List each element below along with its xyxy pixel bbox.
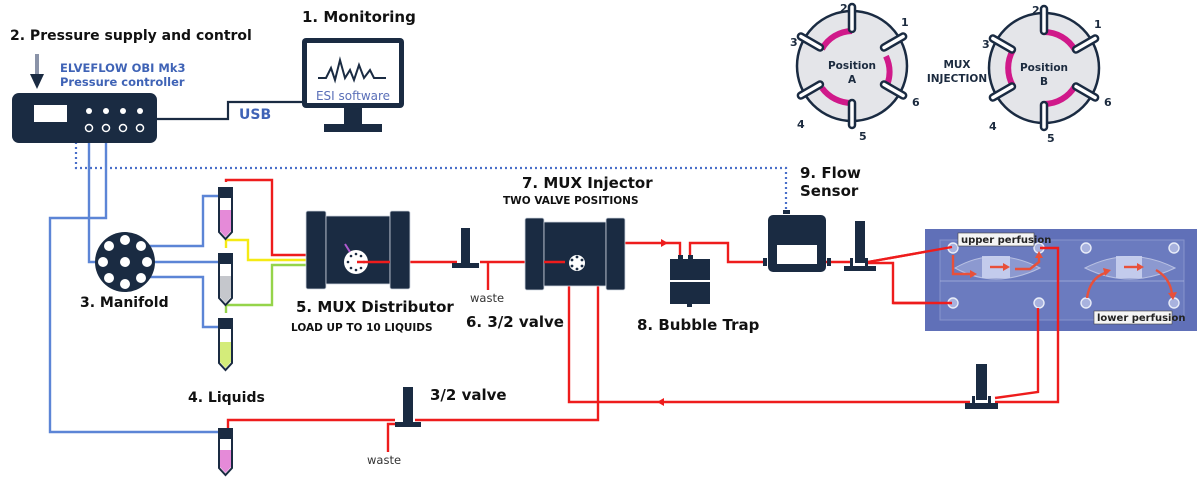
- pressure-supply-arrow-head: [30, 74, 44, 89]
- valve6-label: 6. 3/2 valve: [466, 313, 564, 331]
- monitor-screen: [307, 43, 399, 103]
- controller-body: [12, 93, 157, 143]
- vial-reservoir: [218, 428, 233, 477]
- position-b-label-2: B: [1040, 76, 1048, 88]
- monitoring-label: 1. Monitoring: [302, 8, 416, 26]
- software-label: ESI software: [316, 89, 390, 103]
- sensor-signal-line: [74, 110, 788, 210]
- three-two-valve-bottom: 3/2 valve waste: [367, 386, 507, 467]
- controller-top-ports: [86, 108, 143, 114]
- flow-sensor-display: [777, 245, 817, 264]
- flow-arrow-left: [657, 398, 664, 406]
- tube-controller-to-reservoir: [48, 128, 218, 434]
- position-b-label-1: Position: [1020, 62, 1068, 74]
- manifold: 3. Manifold: [80, 232, 169, 311]
- distributor-ports: [346, 252, 366, 272]
- flow-sensor-label-1: 9. Flow: [800, 164, 861, 182]
- pressure-title: 2. Pressure supply and control: [10, 28, 252, 44]
- chip-flow-arrows: [951, 255, 1174, 299]
- injector-label: 7. MUX Injector: [522, 174, 653, 192]
- usb-cable: [157, 100, 302, 121]
- tube-lime-liquid: [224, 263, 350, 313]
- liquid-vials: 4. Liquids: [188, 187, 265, 477]
- vial-pink: [218, 187, 233, 241]
- monitoring-computer: 1. Monitoring ESI software: [302, 8, 416, 132]
- pressure-controller: 2. Pressure supply and control ELVEFLOW …: [10, 28, 252, 143]
- tube-pink-liquid: [224, 178, 350, 257]
- flow-sensor: 9. Flow Sensor: [763, 164, 861, 272]
- tube-manifold-liquid-1: [140, 194, 218, 248]
- mux-injection-legend: Position A 1 2 3 4 5 6 MUX INJECTION: [790, 2, 1112, 145]
- upper-perfusion-label: upper perfusion: [961, 235, 1051, 246]
- manifold-ports: [98, 235, 152, 289]
- monitor-neck: [344, 108, 362, 124]
- waste-label-top: waste: [470, 291, 504, 305]
- port-a-1: 1: [901, 16, 909, 29]
- ports-b: [988, 4, 1100, 132]
- port-b-5: 5: [1047, 132, 1055, 145]
- port-a-3: 3: [790, 36, 798, 49]
- controller-bottom-ports: [84, 123, 145, 133]
- vial-lime: [218, 318, 233, 372]
- ports-a: [796, 2, 908, 130]
- injector-rotor: [569, 255, 585, 271]
- valve-bottom-label: 3/2 valve: [430, 386, 507, 404]
- mux-distributor: 5. MUX Distributor LOAD UP TO 10 LIQUIDS: [291, 210, 454, 334]
- chip-wells: [947, 242, 1180, 309]
- position-a-label-1: Position: [828, 60, 876, 72]
- tube-manifold-liquid-3: [140, 275, 218, 329]
- port-b-6: 6: [1104, 96, 1112, 109]
- controller-name: ELVEFLOW OBI Mk3: [60, 61, 186, 75]
- monitor-stand: [324, 124, 382, 132]
- liquids-label: 4. Liquids: [188, 390, 265, 406]
- controller-type: Pressure controller: [60, 75, 185, 89]
- valve-position-a: Position A 1 2 3 4 5 6: [790, 2, 920, 143]
- port-a-4: 4: [797, 118, 805, 131]
- position-a-label-2: A: [848, 74, 857, 86]
- bubble-trap-label: 8. Bubble Trap: [637, 316, 760, 334]
- port-a-5: 5: [859, 130, 867, 143]
- bubble-trap: 8. Bubble Trap: [637, 255, 760, 334]
- three-two-valve-return: [965, 364, 998, 409]
- port-a-6: 6: [912, 96, 920, 109]
- port-b-3: 3: [982, 38, 990, 51]
- distributor-selector: [344, 243, 351, 253]
- manifold-label: 3. Manifold: [80, 295, 169, 311]
- three-two-valve-chip: [844, 221, 876, 271]
- injector-ports: [570, 255, 584, 271]
- mux-injector: 7. MUX Injector TWO VALVE POSITIONS: [503, 174, 653, 291]
- valve-position-b: Position B 1 2 3 4 5 6: [982, 4, 1112, 145]
- organ-chip: upper perfusion lower perfusion: [925, 229, 1197, 331]
- mux-injection-title-2: INJECTION: [927, 73, 987, 85]
- vial-gray: [218, 253, 233, 307]
- port-b-1: 1: [1094, 18, 1102, 31]
- tube-gray-liquid: [224, 238, 350, 262]
- distributor-label: 5. MUX Distributor: [296, 298, 454, 316]
- flow-arrow-right: [661, 239, 668, 247]
- three-two-valve-top: waste 6. 3/2 valve: [452, 228, 564, 331]
- port-a-2: 2: [840, 2, 848, 15]
- waste-label-bottom: waste: [367, 453, 401, 467]
- lower-perfusion-label: lower perfusion: [1097, 313, 1185, 324]
- usb-label: USB: [239, 107, 271, 123]
- port-b-2: 2: [1032, 4, 1040, 17]
- waste-outlet-bottom: [386, 422, 403, 452]
- flow-sensor-label-2: Sensor: [800, 182, 859, 200]
- distributor-sublabel: LOAD UP TO 10 LIQUIDS: [291, 322, 433, 334]
- port-b-4: 4: [989, 120, 997, 133]
- signal-waveform-icon: [318, 56, 386, 84]
- mux-injection-title-1: MUX: [943, 59, 970, 71]
- injector-sublabel: TWO VALVE POSITIONS: [503, 195, 639, 207]
- controller-display: [34, 105, 67, 122]
